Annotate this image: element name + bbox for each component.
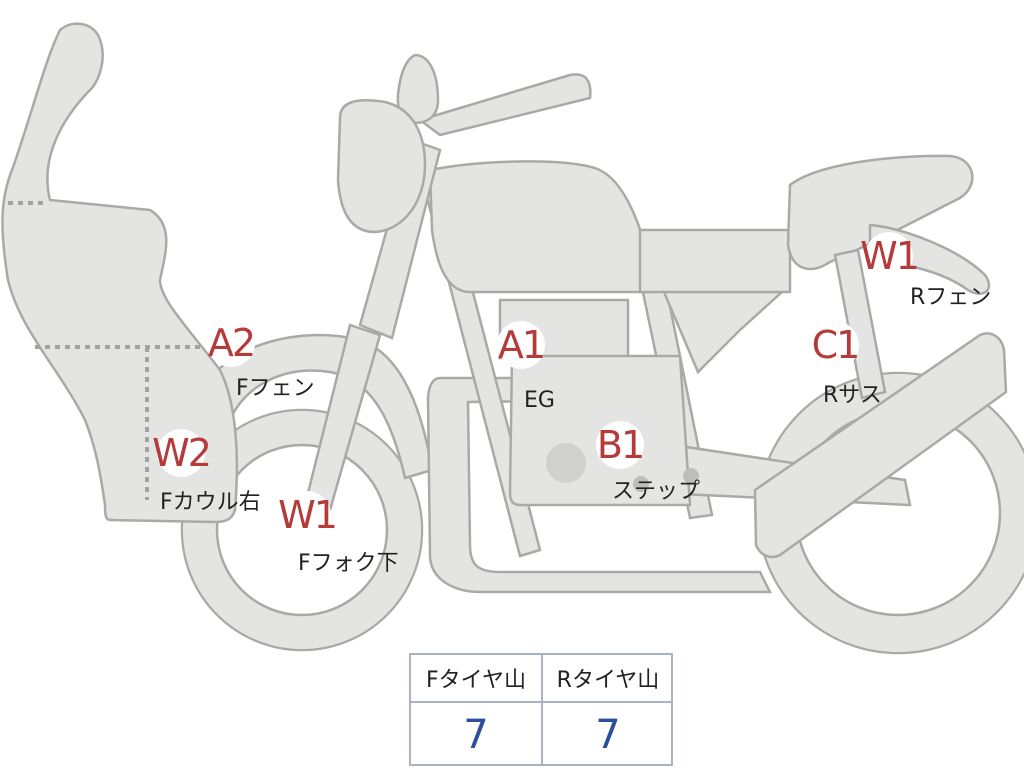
marker-a2[interactable]: A2 — [207, 319, 256, 367]
label-b1: ステップ — [612, 479, 701, 504]
headlight — [336, 99, 427, 234]
seat-base — [638, 228, 792, 294]
muffler — [753, 332, 1008, 559]
table-column-divider — [541, 655, 543, 764]
marker-b1[interactable]: B1 — [596, 421, 645, 469]
label-c1: Rサス — [823, 383, 882, 408]
front-tire-tread-value: 7 — [463, 711, 489, 758]
marker-a1[interactable]: A1 — [497, 321, 546, 369]
label-w1-rear: Rフェン — [910, 285, 992, 310]
label-w1-front: Fフォク下 — [298, 551, 399, 576]
front-wheel — [180, 408, 424, 652]
seat — [786, 154, 974, 271]
rear-tire-tread-header: Rタイヤ山 — [556, 668, 660, 693]
front-tire-tread-header: Fタイヤ山 — [426, 668, 526, 693]
front-fairing — [1, 22, 239, 524]
marker-w2[interactable]: W2 — [152, 429, 212, 477]
handlebar — [417, 73, 592, 137]
label-w2: Fカウル右 — [160, 490, 261, 515]
fuel-tank — [428, 160, 657, 294]
marker-c1[interactable]: C1 — [811, 321, 860, 369]
label-a2: Fフェン — [236, 376, 315, 401]
rear-tire-tread-value: 7 — [595, 711, 621, 758]
marker-w1-rear[interactable]: W1 — [860, 232, 920, 280]
tire-tread-table: Fタイヤ山 Rタイヤ山 7 7 — [409, 653, 673, 766]
label-a1: EG — [524, 388, 555, 413]
marker-w1-front[interactable]: W1 — [278, 491, 338, 539]
